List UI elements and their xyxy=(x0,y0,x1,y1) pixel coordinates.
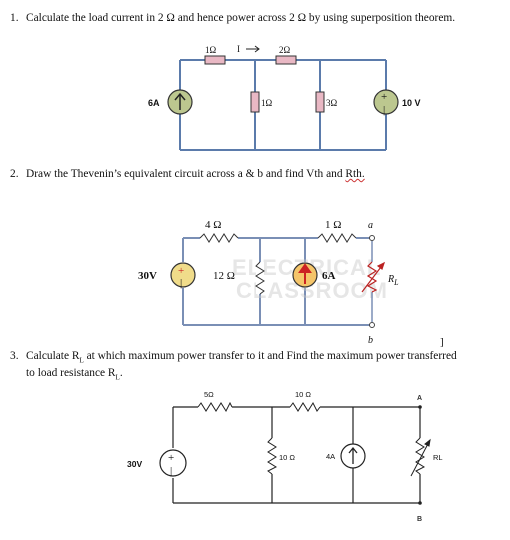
c2-label-source-current: 6A xyxy=(322,270,336,282)
c3-resistor-10ohm-mid xyxy=(267,437,278,475)
variable-arrow-icon xyxy=(410,438,431,477)
question-1-number: 1. xyxy=(10,12,19,24)
c3-terminal-b xyxy=(418,501,422,505)
c2-label-r2: 1 Ω xyxy=(325,219,341,231)
question-3-line1-rest: at which maximum power transfer to it an… xyxy=(83,350,457,362)
c3-resistor-10ohm-top xyxy=(289,401,321,412)
c2-label-a: a xyxy=(368,220,373,231)
c3-label-a: A xyxy=(417,395,422,402)
question-3-line2-rest: . xyxy=(119,367,123,380)
minus-icon: | xyxy=(180,277,182,289)
arrow-up-icon xyxy=(298,263,312,284)
question-3-line1: Calculate R xyxy=(26,350,80,362)
c2-terminal-b xyxy=(369,322,375,328)
question-3-line2-sub: L xyxy=(115,373,120,382)
question-1: 1. Calculate the load current in 2 Ω and … xyxy=(10,12,455,25)
c3-label-r2: 10 Ω xyxy=(295,390,311,399)
c3-label-source-voltage: 30V xyxy=(127,459,142,469)
c1-label-source-current: 6A xyxy=(148,98,160,108)
plus-icon: + xyxy=(381,91,387,103)
c2-voltage-source xyxy=(170,262,196,288)
c3-label-source-current: 4A xyxy=(326,452,335,461)
c3-label-b: B xyxy=(417,516,422,523)
question-3-line1-sub: L xyxy=(79,356,84,365)
c1-resistor-3ohm xyxy=(315,91,325,113)
c1-resistor-1ohm-mid xyxy=(250,91,260,113)
c2-terminal-a xyxy=(369,235,375,241)
c2-label-load: RL xyxy=(387,274,399,287)
c3-label-load: RL xyxy=(433,453,443,462)
question-2-rth: Rth. xyxy=(345,168,365,180)
c2-label-b: b xyxy=(368,335,373,346)
plus-icon: + xyxy=(178,265,184,277)
c1-label-source-voltage: 10 V xyxy=(402,98,421,108)
c1-label-current: I xyxy=(237,44,240,54)
c1-resistor-2ohm xyxy=(275,55,297,65)
c1-label-r1: 1Ω xyxy=(205,45,217,55)
c3-resistor-5ohm xyxy=(197,401,233,413)
arrow-up-icon xyxy=(348,446,358,464)
c2-label-r1: 4 Ω xyxy=(205,219,221,231)
minus-icon: | xyxy=(170,465,172,477)
c1-label-r2: 2Ω xyxy=(279,45,291,55)
question-3-line2: to load resistance R xyxy=(26,367,116,380)
c2-label-load-sub: L xyxy=(393,278,399,287)
c3-label-r1: 5Ω xyxy=(204,390,214,399)
c2-label-r3: 12 Ω xyxy=(213,270,235,282)
c3-label-r3: 10 Ω xyxy=(279,453,295,462)
question-3-number: 3. xyxy=(10,350,19,362)
question-2: 2. Draw the Thevenin’s equivalent circuit… xyxy=(10,168,365,181)
c2-resistor-12ohm xyxy=(255,261,265,295)
question-2-text: Draw the Thevenin’s equivalent circuit a… xyxy=(26,168,346,180)
circuit-1 xyxy=(179,59,387,151)
c2-resistor-1ohm xyxy=(317,233,357,243)
c1-voltage-source xyxy=(373,89,399,115)
circuit-3 xyxy=(172,406,421,504)
question-2-number: 2. xyxy=(10,168,19,180)
c3-terminal-a xyxy=(418,405,422,409)
arrow-right-icon xyxy=(246,45,260,53)
question-1-text: Calculate the load current in 2 Ω and he… xyxy=(26,12,456,24)
question-3: 3.Calculate RL at which maximum power tr… xyxy=(10,350,457,385)
c2-label-source-voltage: 30V xyxy=(138,270,157,282)
c3-voltage-source xyxy=(159,449,187,477)
minus-icon: | xyxy=(383,104,385,116)
stray-mark: ] xyxy=(440,336,444,348)
plus-icon: + xyxy=(168,452,174,464)
variable-arrow-icon xyxy=(361,261,386,293)
c2-resistor-4ohm xyxy=(199,233,239,243)
arrow-up-icon xyxy=(174,92,186,110)
c2-label-load-r: R xyxy=(387,274,394,285)
c1-resistor-1ohm-top xyxy=(204,55,226,65)
c3-load-resistor xyxy=(415,437,426,475)
c1-label-r3: 1Ω xyxy=(261,98,273,108)
c1-label-r4: 3Ω xyxy=(326,98,338,108)
